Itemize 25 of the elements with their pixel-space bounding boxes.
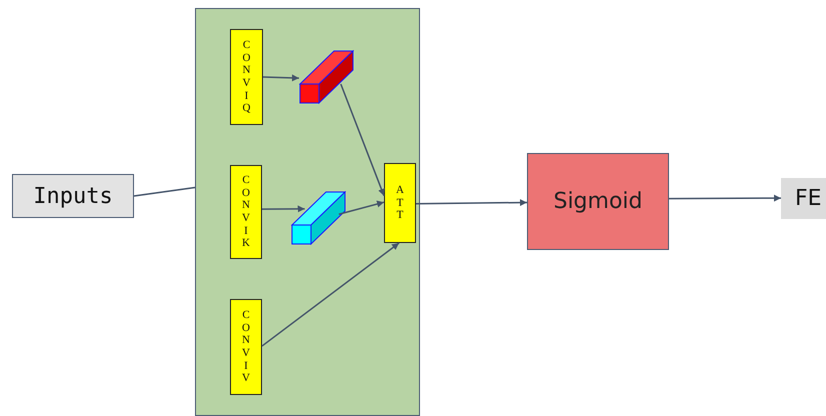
- arrow: [416, 199, 528, 206]
- node-label: Inputs: [33, 184, 113, 208]
- node-label: FE: [795, 186, 822, 211]
- module-panel: [195, 8, 420, 416]
- arrow: [262, 74, 300, 82]
- conv-box: [230, 299, 262, 395]
- vertical-label: CONVIQ: [242, 39, 252, 115]
- arrow: [669, 194, 781, 202]
- conv-box: [230, 165, 262, 259]
- connector-line: [134, 186, 196, 197]
- input-box: [12, 174, 134, 218]
- arrow: [262, 242, 400, 347]
- arrow: [338, 200, 384, 215]
- attention-box: [384, 163, 416, 243]
- arrow: [340, 84, 385, 196]
- node-label: Sigmoid: [553, 189, 642, 214]
- vertical-label: CONVIV: [241, 309, 251, 385]
- arrow: [262, 205, 305, 212]
- vertical-label: ATT: [395, 184, 405, 222]
- tensor-cuboid: [299, 50, 354, 104]
- sigmoid-box: [527, 153, 669, 250]
- output-box: [781, 178, 826, 219]
- conv-box: [230, 29, 263, 125]
- tensor-cuboid: [291, 191, 346, 245]
- vertical-label: CONVIK: [241, 174, 251, 250]
